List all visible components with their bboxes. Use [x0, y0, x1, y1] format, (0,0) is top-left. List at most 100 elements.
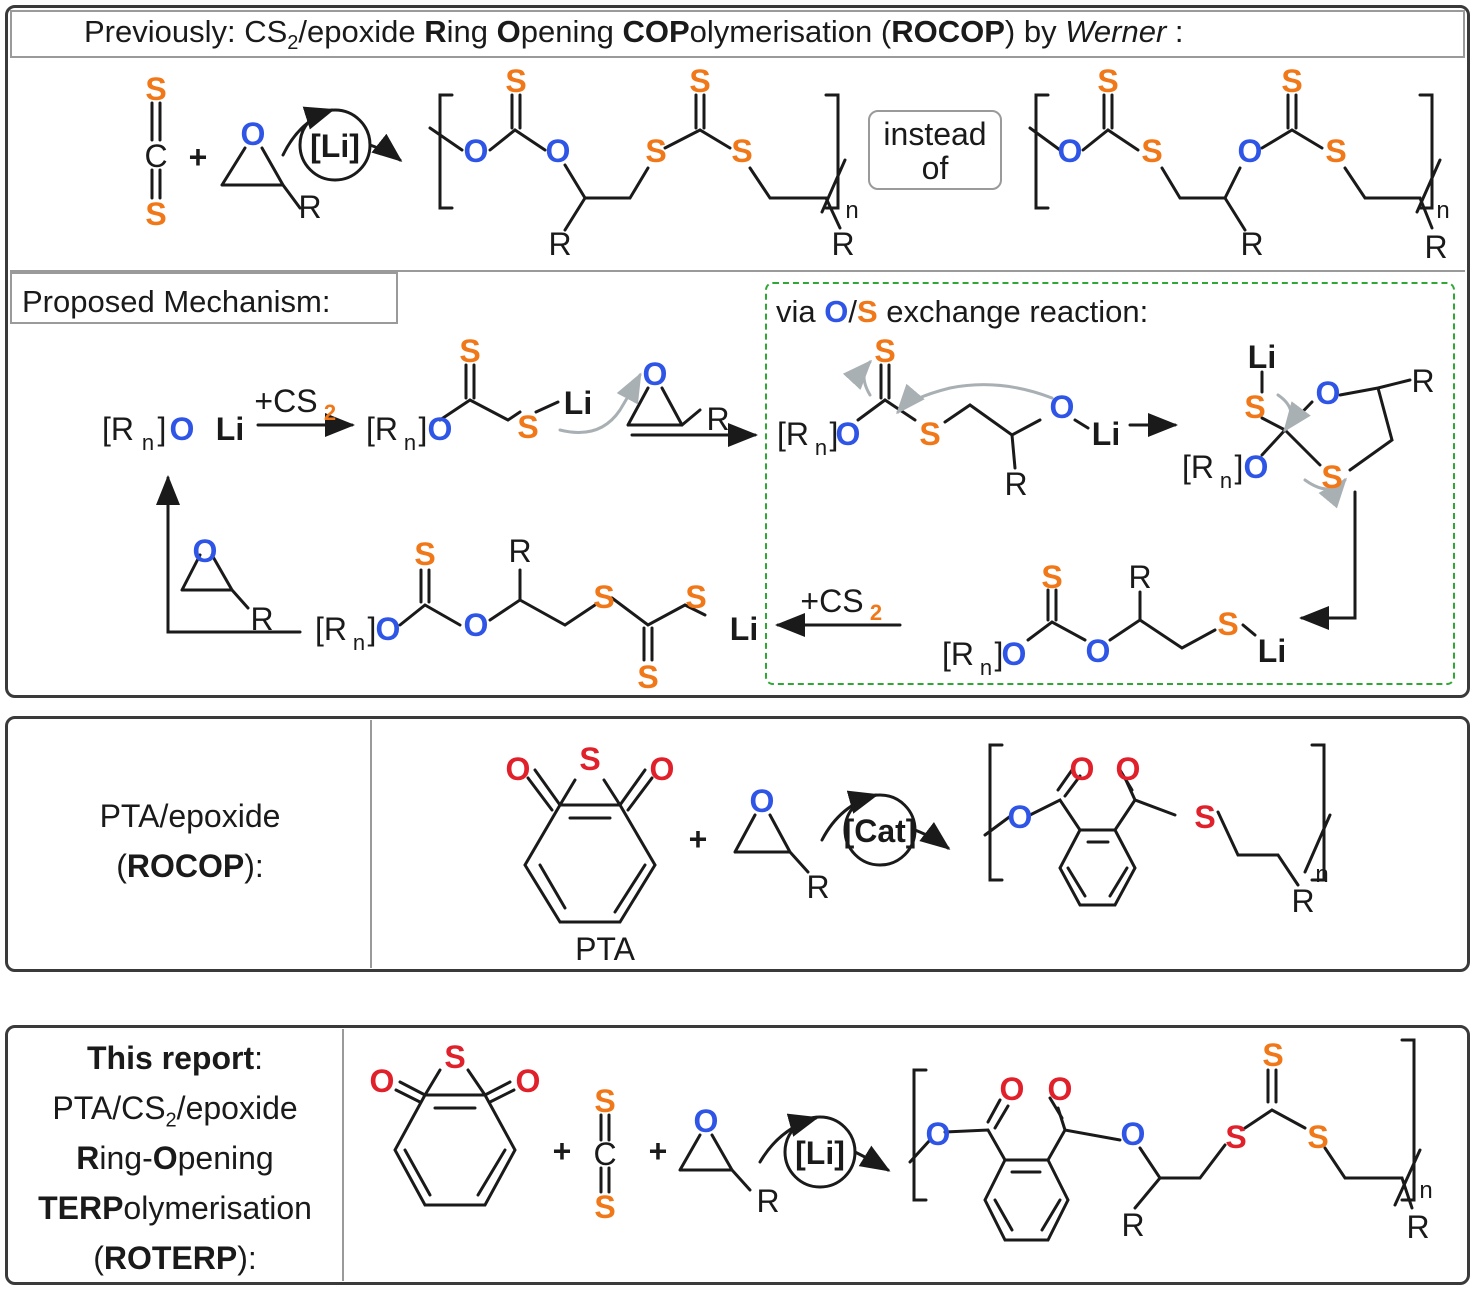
svg-text:[R: [R — [366, 411, 398, 447]
svg-text:O: O — [428, 411, 453, 447]
svg-text:S: S — [459, 333, 480, 369]
svg-text:O: O — [546, 133, 571, 169]
panel1-divider — [10, 270, 1465, 272]
svg-text:S: S — [919, 416, 940, 452]
svg-text:R: R — [706, 401, 729, 437]
header-title: Previously: CS2/epoxide Ring Opening COP… — [84, 14, 1184, 55]
panel3-label-line4: TERPolymerisation — [38, 1190, 312, 1226]
svg-text:R: R — [1424, 229, 1447, 265]
svg-text:[R: [R — [1182, 449, 1214, 485]
svg-text:S: S — [593, 579, 614, 615]
panel2-divider — [370, 720, 372, 968]
svg-text:O: O — [1050, 389, 1075, 425]
epoxide-r-1: R — [298, 189, 321, 225]
svg-text:O: O — [464, 133, 489, 169]
os-exchange-title: via O/S exchange reaction: — [776, 294, 1149, 329]
svg-text:n: n — [1419, 1177, 1432, 1204]
panel3-label-line5: (ROTERP): — [93, 1240, 257, 1276]
svg-text:S: S — [1307, 1119, 1328, 1155]
svg-text:O: O — [170, 411, 195, 447]
svg-text:n: n — [1315, 861, 1328, 888]
svg-text:+: + — [689, 821, 708, 857]
svg-text:R: R — [756, 1183, 779, 1219]
svg-text:O: O — [1238, 133, 1263, 169]
cs2-c: C — [144, 138, 167, 174]
svg-text:S: S — [1225, 1119, 1246, 1155]
svg-text:Li: Li — [216, 411, 244, 447]
svg-text:S: S — [1262, 1037, 1283, 1073]
svg-text:S: S — [1244, 389, 1265, 425]
svg-text:R: R — [508, 533, 531, 569]
svg-text:S: S — [1141, 133, 1162, 169]
svg-text:O: O — [836, 416, 861, 452]
svg-text:S: S — [689, 63, 710, 99]
svg-text:O: O — [1058, 133, 1083, 169]
svg-text:S: S — [874, 333, 895, 369]
plus-1: + — [189, 139, 208, 175]
svg-text:[R: [R — [777, 416, 809, 452]
svg-text:O: O — [193, 533, 218, 569]
svg-text:[Li]: [Li] — [795, 1135, 845, 1171]
svg-text:O: O — [1000, 1071, 1025, 1107]
svg-text:]: ] — [368, 611, 377, 647]
svg-text:R: R — [806, 869, 829, 905]
panel3-label-line3: Ring-Opening — [76, 1140, 274, 1176]
cs2-s-bottom: S — [145, 196, 166, 232]
svg-text:O: O — [750, 783, 775, 819]
svg-text:[R: [R — [315, 611, 347, 647]
epoxide-o-1: O — [241, 116, 266, 152]
svg-text:]: ] — [419, 411, 428, 447]
panel-previous-rocop — [5, 5, 1470, 698]
svg-text:O: O — [1070, 751, 1095, 787]
svg-text:R: R — [831, 226, 854, 262]
svg-text:O: O — [643, 356, 668, 392]
svg-text:]: ] — [158, 411, 167, 447]
mechanism-title: Proposed Mechanism: — [22, 284, 331, 319]
mechanism-title-box — [10, 272, 398, 324]
instead-of-box — [868, 110, 1002, 190]
svg-text:]: ] — [830, 416, 839, 452]
svg-text:[R: [R — [942, 636, 974, 672]
svg-text:O: O — [1008, 799, 1033, 835]
header-box — [10, 10, 1465, 58]
svg-text:R: R — [1411, 363, 1434, 399]
svg-text:S: S — [1217, 606, 1238, 642]
svg-text:O: O — [650, 751, 675, 787]
panel2-label-line1: PTA/epoxide — [99, 798, 281, 834]
svg-text:O: O — [464, 607, 489, 643]
svg-text:+CS: +CS — [800, 583, 863, 619]
svg-text:S: S — [731, 133, 752, 169]
svg-text:O: O — [1244, 449, 1269, 485]
svg-text:]: ] — [995, 636, 1004, 672]
svg-text:O: O — [926, 1116, 951, 1152]
svg-text:+: + — [649, 1133, 668, 1169]
svg-text:S: S — [1321, 459, 1342, 495]
panel2-label-line2: (ROCOP): — [116, 848, 264, 884]
svg-text:S: S — [444, 1039, 465, 1075]
svg-text:R: R — [1004, 466, 1027, 502]
svg-text:[R: [R — [102, 411, 134, 447]
cs2-s-top: S — [145, 71, 166, 107]
svg-text:PTA: PTA — [575, 931, 636, 967]
svg-text:R: R — [1406, 1209, 1429, 1245]
svg-text:2: 2 — [324, 400, 336, 425]
svg-text:S: S — [645, 133, 666, 169]
svg-text:R: R — [250, 601, 273, 637]
svg-text:S: S — [594, 1083, 615, 1119]
svg-text:n: n — [980, 655, 992, 680]
svg-text:S: S — [594, 1189, 615, 1225]
svg-text:R: R — [1128, 559, 1151, 595]
svg-text:C: C — [593, 1136, 616, 1172]
svg-text:O: O — [1002, 636, 1027, 672]
svg-text:O: O — [506, 751, 531, 787]
svg-text:n: n — [353, 630, 365, 655]
svg-text:O: O — [694, 1103, 719, 1139]
svg-text:n: n — [815, 435, 827, 460]
panel-this-report — [5, 1025, 1470, 1285]
svg-text:Li: Li — [1248, 339, 1276, 375]
svg-text:S: S — [1097, 63, 1118, 99]
of-label: of — [921, 150, 949, 186]
svg-text:R: R — [548, 226, 571, 262]
svg-text:S: S — [1041, 559, 1062, 595]
